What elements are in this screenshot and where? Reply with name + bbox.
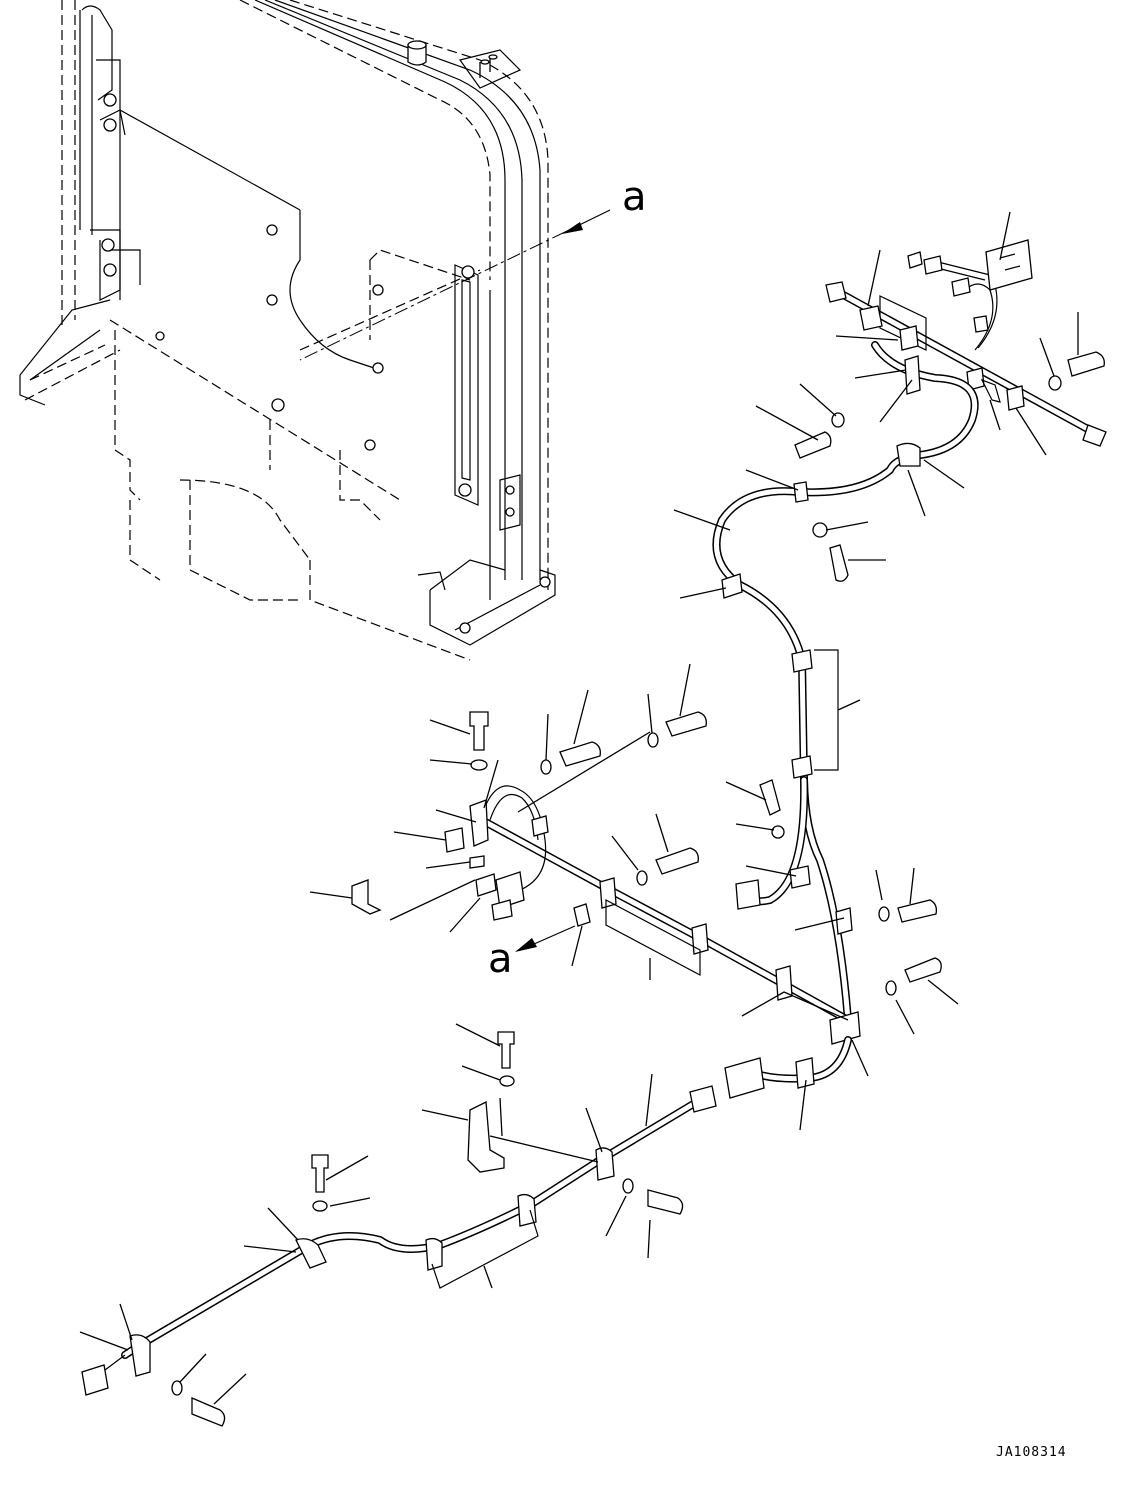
leader-lines bbox=[79, 211, 1079, 1405]
lower-harness-assembly bbox=[81, 1031, 717, 1427]
drawing-number: JA108314 bbox=[996, 1445, 1067, 1460]
upper-bolt-icons bbox=[759, 351, 1105, 839]
upper-harness-assembly bbox=[712, 239, 1107, 1024]
middle-harness-assembly bbox=[351, 711, 942, 1099]
lower-bolt-icons bbox=[171, 1031, 684, 1427]
view-label-top: a bbox=[622, 174, 647, 220]
panel-bolt-icons bbox=[101, 93, 551, 634]
view-label-bottom: a bbox=[488, 936, 513, 982]
frame-assembly bbox=[19, 0, 611, 661]
middle-bolt-icons bbox=[351, 711, 942, 996]
